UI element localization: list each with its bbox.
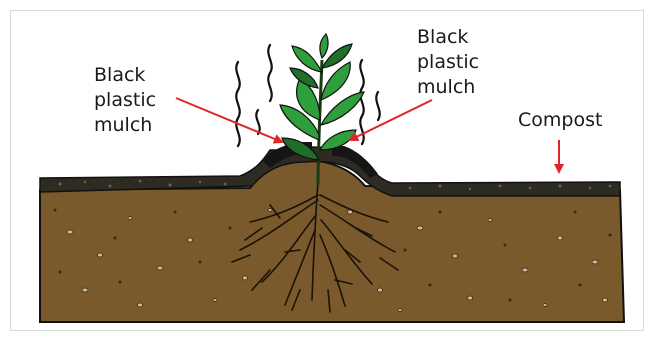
pointer-arrows [176, 98, 559, 172]
label-black-plastic-mulch-right: Black plastic mulch [417, 25, 479, 100]
label-compost: Compost [518, 108, 602, 133]
plant-leaves [280, 34, 364, 160]
label-black-plastic-mulch-left: Black plastic mulch [94, 63, 156, 138]
arrow-left-mulch [176, 98, 282, 142]
